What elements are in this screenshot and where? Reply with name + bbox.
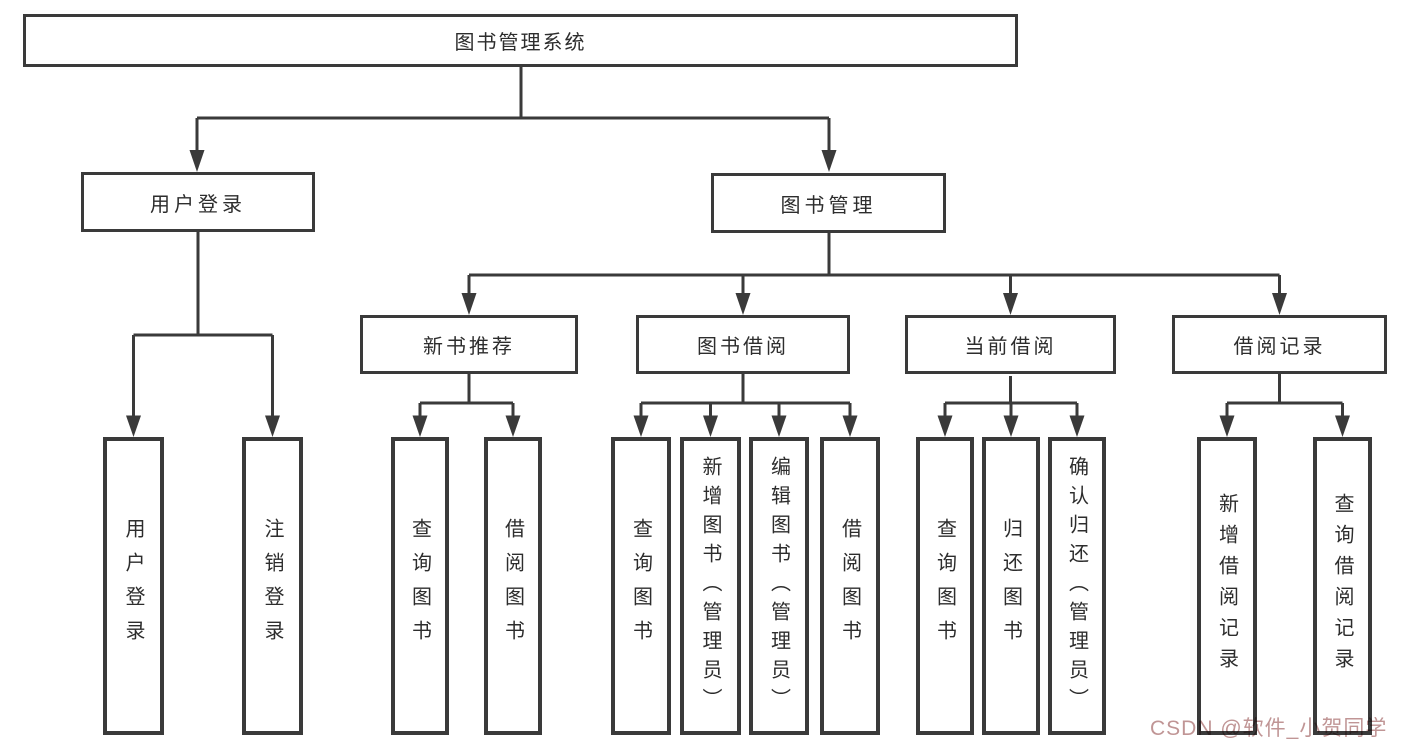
connector-current-borrowing-children [943,376,1079,419]
node-query-borrow-record: 查询借阅记录 [1313,437,1372,735]
watermark-text: CSDN @软件_小贺同学 [1150,717,1388,740]
node-borrow-books-recommend: 借阅图书 [484,437,542,735]
node-add-borrow-record: 新增借阅记录 [1197,437,1257,735]
node-return-books: 归还图书 [982,437,1040,735]
node-logout-action: 注销登录 [242,437,303,735]
connector-root-to-level2 [195,67,831,153]
node-query-books-current: 查询图书 [916,437,974,735]
connector-book-management-children [467,233,1281,297]
arrowheads [126,150,1350,437]
connector-new-book-children [418,374,515,419]
connector-user-login-children [132,232,274,419]
node-library-management-system: 图书管理系统 [23,14,1018,67]
node-add-books-admin: 新增图书（管理员） [680,437,741,735]
node-new-book-recommendation: 新书推荐 [360,315,578,374]
node-edit-books-admin: 编辑图书（管理员） [749,437,809,735]
node-book-management: 图书管理 [711,173,946,233]
node-confirm-return-admin: 确认归还（管理员） [1048,437,1106,735]
connector-book-borrowing-children [639,374,852,419]
node-borrow-books-borrowing: 借阅图书 [820,437,880,735]
node-current-borrowing: 当前借阅 [905,315,1116,374]
node-book-borrowing: 图书借阅 [636,315,850,374]
node-query-books-recommend: 查询图书 [391,437,449,735]
node-borrowing-records: 借阅记录 [1172,315,1387,374]
node-user-login: 用户登录 [81,172,315,232]
node-query-books-borrowing: 查询图书 [611,437,671,735]
connector-borrowing-records-children [1225,374,1344,419]
node-user-login-action: 用户登录 [103,437,164,735]
